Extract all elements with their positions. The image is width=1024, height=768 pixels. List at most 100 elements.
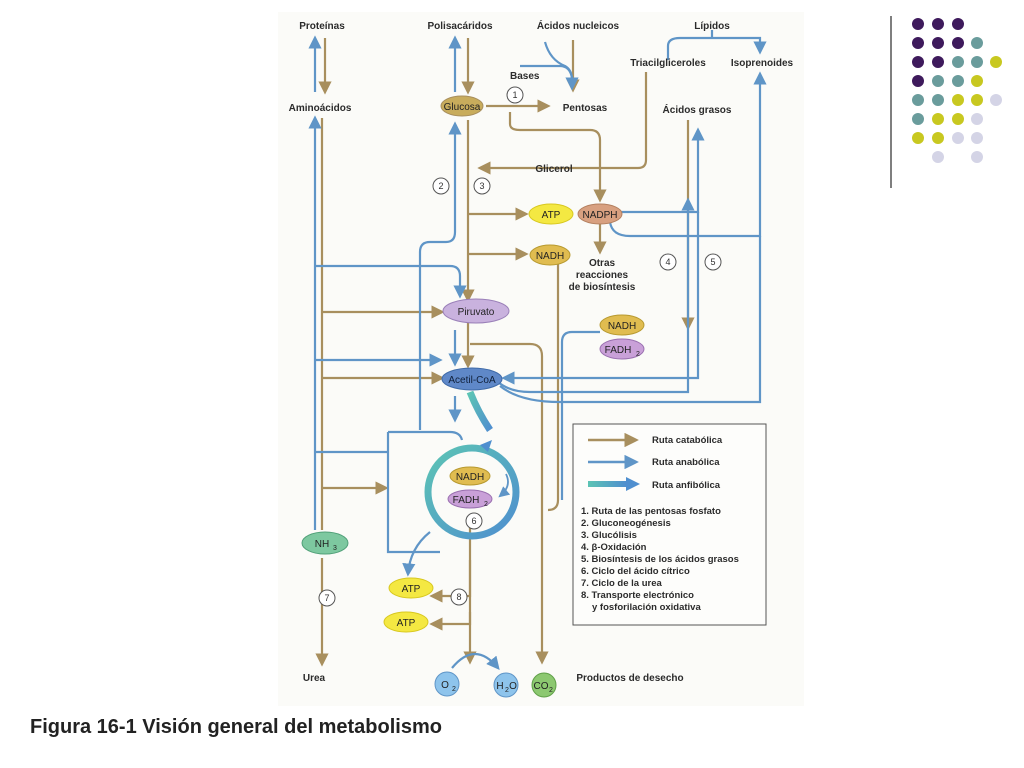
- node-nadh-top: NADH: [529, 244, 571, 266]
- decorative-dot-grid: [890, 16, 1002, 188]
- label-isoprenoides: Isoprenoides: [731, 58, 794, 69]
- pathway-number-7: 7: [318, 589, 336, 607]
- pathway-number-5: 5: [704, 253, 722, 271]
- dot: [932, 37, 944, 49]
- dot: [971, 113, 983, 125]
- node-acetil-coa: Acetil-CoA: [441, 367, 503, 391]
- node-fadh2-cycle-label: FADH: [453, 495, 480, 506]
- node-fadh2-cycle-sub: 2: [484, 501, 488, 508]
- dot: [952, 37, 964, 49]
- dot: [952, 18, 964, 30]
- pathway-number-8-text: 8: [456, 592, 461, 602]
- label-reacciones: reacciones: [576, 270, 629, 281]
- cycle-inner-arrows: [498, 473, 511, 498]
- node-fadh2-mid-sub: 2: [636, 351, 640, 358]
- node-atp-low1: ATP: [388, 577, 434, 599]
- node-fadh2-mid: FADH 2: [599, 338, 645, 360]
- legend-item-4: 4. β-Oxidación: [581, 542, 647, 553]
- dot: [952, 56, 964, 68]
- legend-item-1: 1. Ruta de las pentosas fosfato: [581, 506, 721, 517]
- node-acetil-coa-label: Acetil-CoA: [448, 375, 496, 386]
- figure-caption: Figura 16-1 Visión general del metabolis…: [30, 716, 442, 738]
- node-atp-top: ATP: [528, 203, 574, 225]
- cycle-ring: [424, 444, 520, 540]
- dot: [932, 94, 944, 106]
- label-lipidos: Lípidos: [694, 21, 730, 32]
- legend-item-8: 8. Transporte electrónico: [581, 590, 694, 601]
- pathway-number-4-text: 4: [665, 257, 670, 267]
- dot: [912, 113, 924, 125]
- dot: [932, 151, 944, 163]
- dot: [932, 132, 944, 144]
- legend-item-7: 7. Ciclo de la urea: [581, 578, 662, 589]
- label-pentosas: Pentosas: [563, 103, 608, 114]
- node-h2o-o: O: [509, 681, 517, 692]
- dot: [952, 94, 964, 106]
- node-nadh-mid-label: NADH: [608, 321, 636, 332]
- pathway-number-2-text: 2: [438, 181, 443, 191]
- label-glicerol: Glicerol: [535, 164, 572, 175]
- node-nadh-cycle-label: NADH: [456, 472, 484, 483]
- label-aminoacidos: Aminoácidos: [289, 103, 352, 114]
- dot: [912, 75, 924, 87]
- pathway-number-6: 6: [465, 512, 483, 530]
- label-productos-desecho: Productos de desecho: [576, 673, 683, 684]
- dot: [912, 18, 924, 30]
- pathway-number-2: 2: [432, 177, 450, 195]
- node-nadph-label: NADPH: [582, 210, 617, 221]
- dot: [912, 37, 924, 49]
- node-nh3: NH 3: [301, 531, 349, 555]
- pathway-number-6-text: 6: [471, 516, 476, 526]
- dot: [971, 37, 983, 49]
- pathway-number-1: 1: [506, 86, 524, 104]
- node-co2-label: CO: [534, 681, 549, 692]
- legend-amphibolic-swatch: [588, 477, 640, 491]
- label-polisacaridos: Polisacáridos: [427, 21, 492, 32]
- node-piruvato-label: Piruvato: [458, 307, 495, 318]
- legend-item-8-cont: y fosforilación oxidativa: [592, 602, 701, 613]
- pathway-number-3: 3: [473, 177, 491, 195]
- pathway-number-4: 4: [659, 253, 677, 271]
- dot: [912, 56, 924, 68]
- dot: [952, 75, 964, 87]
- pathway-number-3-text: 3: [479, 181, 484, 191]
- node-o2-label: O: [441, 680, 449, 691]
- dot: [912, 132, 924, 144]
- legend-anabolic-label: Ruta anabólica: [652, 457, 720, 468]
- metabolite-labels: Proteínas Polisacáridos Ácidos nucleicos…: [289, 19, 794, 684]
- node-o2-sub: 2: [452, 686, 456, 693]
- node-nh3-sub: 3: [333, 545, 337, 552]
- anabolic-paths: [308, 30, 767, 671]
- label-otras: Otras: [589, 258, 616, 269]
- dot: [912, 94, 924, 106]
- label-acidos-grasos: Ácidos grasos: [663, 103, 732, 116]
- node-nh3-label: NH: [315, 539, 329, 550]
- node-nadph: NADPH: [577, 203, 623, 225]
- label-de-biosintesis: de biosíntesis: [569, 282, 636, 293]
- node-co2: CO 2: [531, 672, 557, 698]
- catabolic-paths: [315, 38, 695, 667]
- label-proteinas: Proteínas: [299, 21, 345, 32]
- node-h2o-sub: 2: [505, 687, 509, 694]
- node-nadh-top-label: NADH: [536, 251, 564, 262]
- legend-item-6: 6. Ciclo del ácido cítrico: [581, 566, 690, 577]
- legend-item-2: 2. Gluconeogénesis: [581, 518, 671, 529]
- legend-amphibolic-label: Ruta anfibólica: [652, 480, 721, 491]
- node-h2o: H 2 O: [493, 672, 519, 698]
- pathway-number-5-text: 5: [710, 257, 715, 267]
- legend: Ruta catabólica Ruta anabólica Ruta anfi…: [572, 423, 767, 626]
- legend-item-5: 5. Biosíntesis de los ácidos grasos: [581, 554, 739, 565]
- label-acidos-nucleicos: Ácidos nucleicos: [537, 19, 620, 32]
- node-h2o-h: H: [496, 681, 503, 692]
- node-piruvato: Piruvato: [442, 298, 510, 324]
- pathway-number-1-text: 1: [512, 90, 517, 100]
- node-atp-low1-label: ATP: [402, 584, 421, 595]
- node-o2: O 2: [434, 671, 460, 697]
- legend-item-3: 3. Glucólisis: [581, 530, 637, 541]
- node-co2-sub: 2: [549, 687, 553, 694]
- node-glucosa: Glucosa: [440, 95, 484, 117]
- pathway-number-8: 8: [450, 588, 468, 606]
- node-fadh2-cycle: FADH 2: [447, 489, 493, 509]
- citric-acid-cycle: [424, 390, 520, 540]
